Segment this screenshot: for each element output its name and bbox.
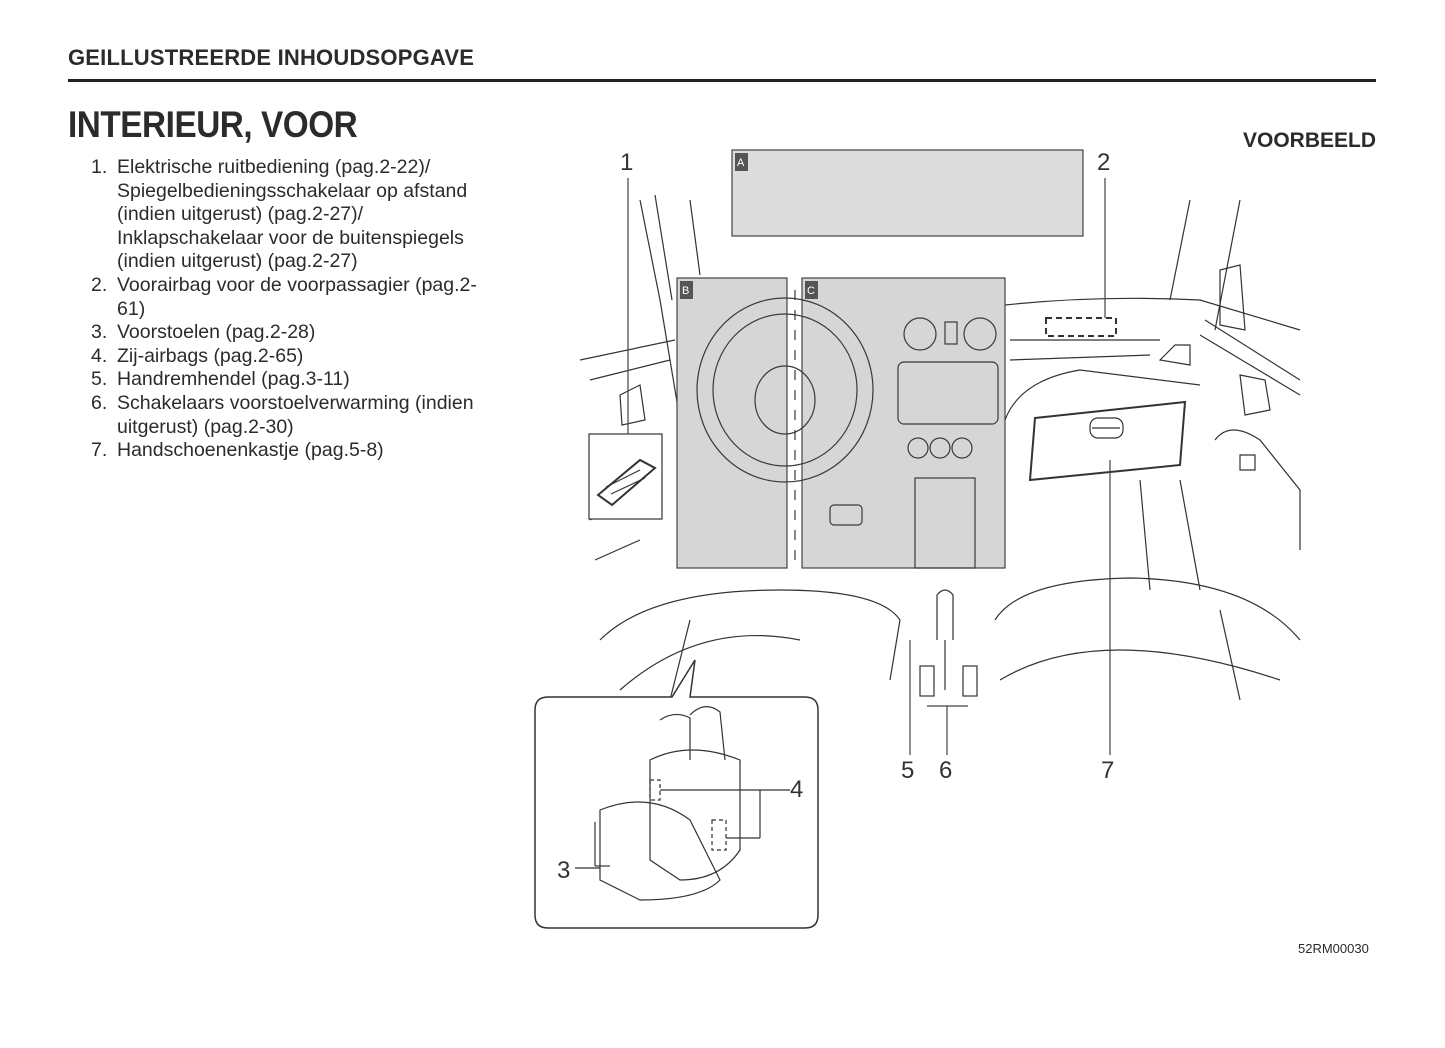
panel-c xyxy=(801,277,1006,569)
list-item: 1. Elektrische ruitbediening (pag.2-22)/ … xyxy=(91,156,481,274)
center-console xyxy=(829,317,999,569)
list-item: 5. Handremhendel (pag.3-11) xyxy=(91,368,481,392)
list-item: 6. Schakelaars voorstoelverwarming (indie… xyxy=(91,392,481,439)
panel-b xyxy=(676,277,788,569)
window-switch-inset xyxy=(588,433,663,520)
item-text: Elektrische ruitbediening (pag.2-22)/ Sp… xyxy=(117,156,468,273)
callout-6: 6 xyxy=(939,757,952,784)
item-text: Zij-airbags (pag.2-65) xyxy=(117,344,304,367)
callout-3: 3 xyxy=(557,857,570,884)
callout-5: 5 xyxy=(901,757,914,784)
panel-a-tag: A xyxy=(737,157,745,169)
item-text: Handremhendel (pag.3-11) xyxy=(117,368,350,391)
item-number: 2. xyxy=(91,273,108,296)
glove-box xyxy=(1028,400,1187,482)
item-number: 3. xyxy=(91,321,108,344)
list-item: 2. Voorairbag voor de voorpassagier (pag.… xyxy=(91,274,481,321)
steering-wheel xyxy=(696,290,874,568)
cabin-outline xyxy=(579,194,1301,591)
item-number: 7. xyxy=(91,439,108,462)
panel-c-tag: C xyxy=(807,285,815,297)
component-list: 1. Elektrische ruitbediening (pag.2-22)/ … xyxy=(91,156,481,463)
callout-1: 1 xyxy=(620,149,633,176)
item-number: 4. xyxy=(91,344,108,367)
seat-inset xyxy=(534,659,819,929)
page-title: INTERIEUR, VOOR xyxy=(68,104,358,145)
list-item: 4. Zij-airbags (pag.2-65) xyxy=(91,345,481,369)
callout-7: 7 xyxy=(1101,757,1114,784)
handbrake-lever xyxy=(919,589,978,697)
callout-4: 4 xyxy=(790,776,803,803)
callout-2: 2 xyxy=(1097,149,1110,176)
item-text: Voorstoelen (pag.2-28) xyxy=(117,321,316,344)
leader-lines xyxy=(627,178,1111,755)
list-item: 7. Handschoenenkastje (pag.5-8) xyxy=(91,439,481,463)
header-rule xyxy=(68,79,1376,82)
figure-code: 52RM00030 xyxy=(1298,941,1369,956)
item-text: Handschoenenkastje (pag.5-8) xyxy=(117,439,384,462)
section-header: GEILLUSTREERDE INHOUDSOPGAVE xyxy=(68,45,475,70)
item-number: 5. xyxy=(91,368,108,391)
item-text: Schakelaars voorstoelverwarming (indien … xyxy=(117,391,474,438)
item-number: 1. xyxy=(91,156,108,178)
airbag-outline xyxy=(1045,317,1117,337)
panel-b-tag: B xyxy=(682,285,689,297)
front-seats xyxy=(599,577,1301,701)
item-number: 6. xyxy=(91,391,108,414)
list-item: 3. Voorstoelen (pag.2-28) xyxy=(91,321,481,345)
item-text: Voorairbag voor de voorpassagier (pag.2-… xyxy=(117,273,477,320)
panel-a xyxy=(731,149,1084,237)
example-label: VOORBEELD xyxy=(1242,129,1376,152)
